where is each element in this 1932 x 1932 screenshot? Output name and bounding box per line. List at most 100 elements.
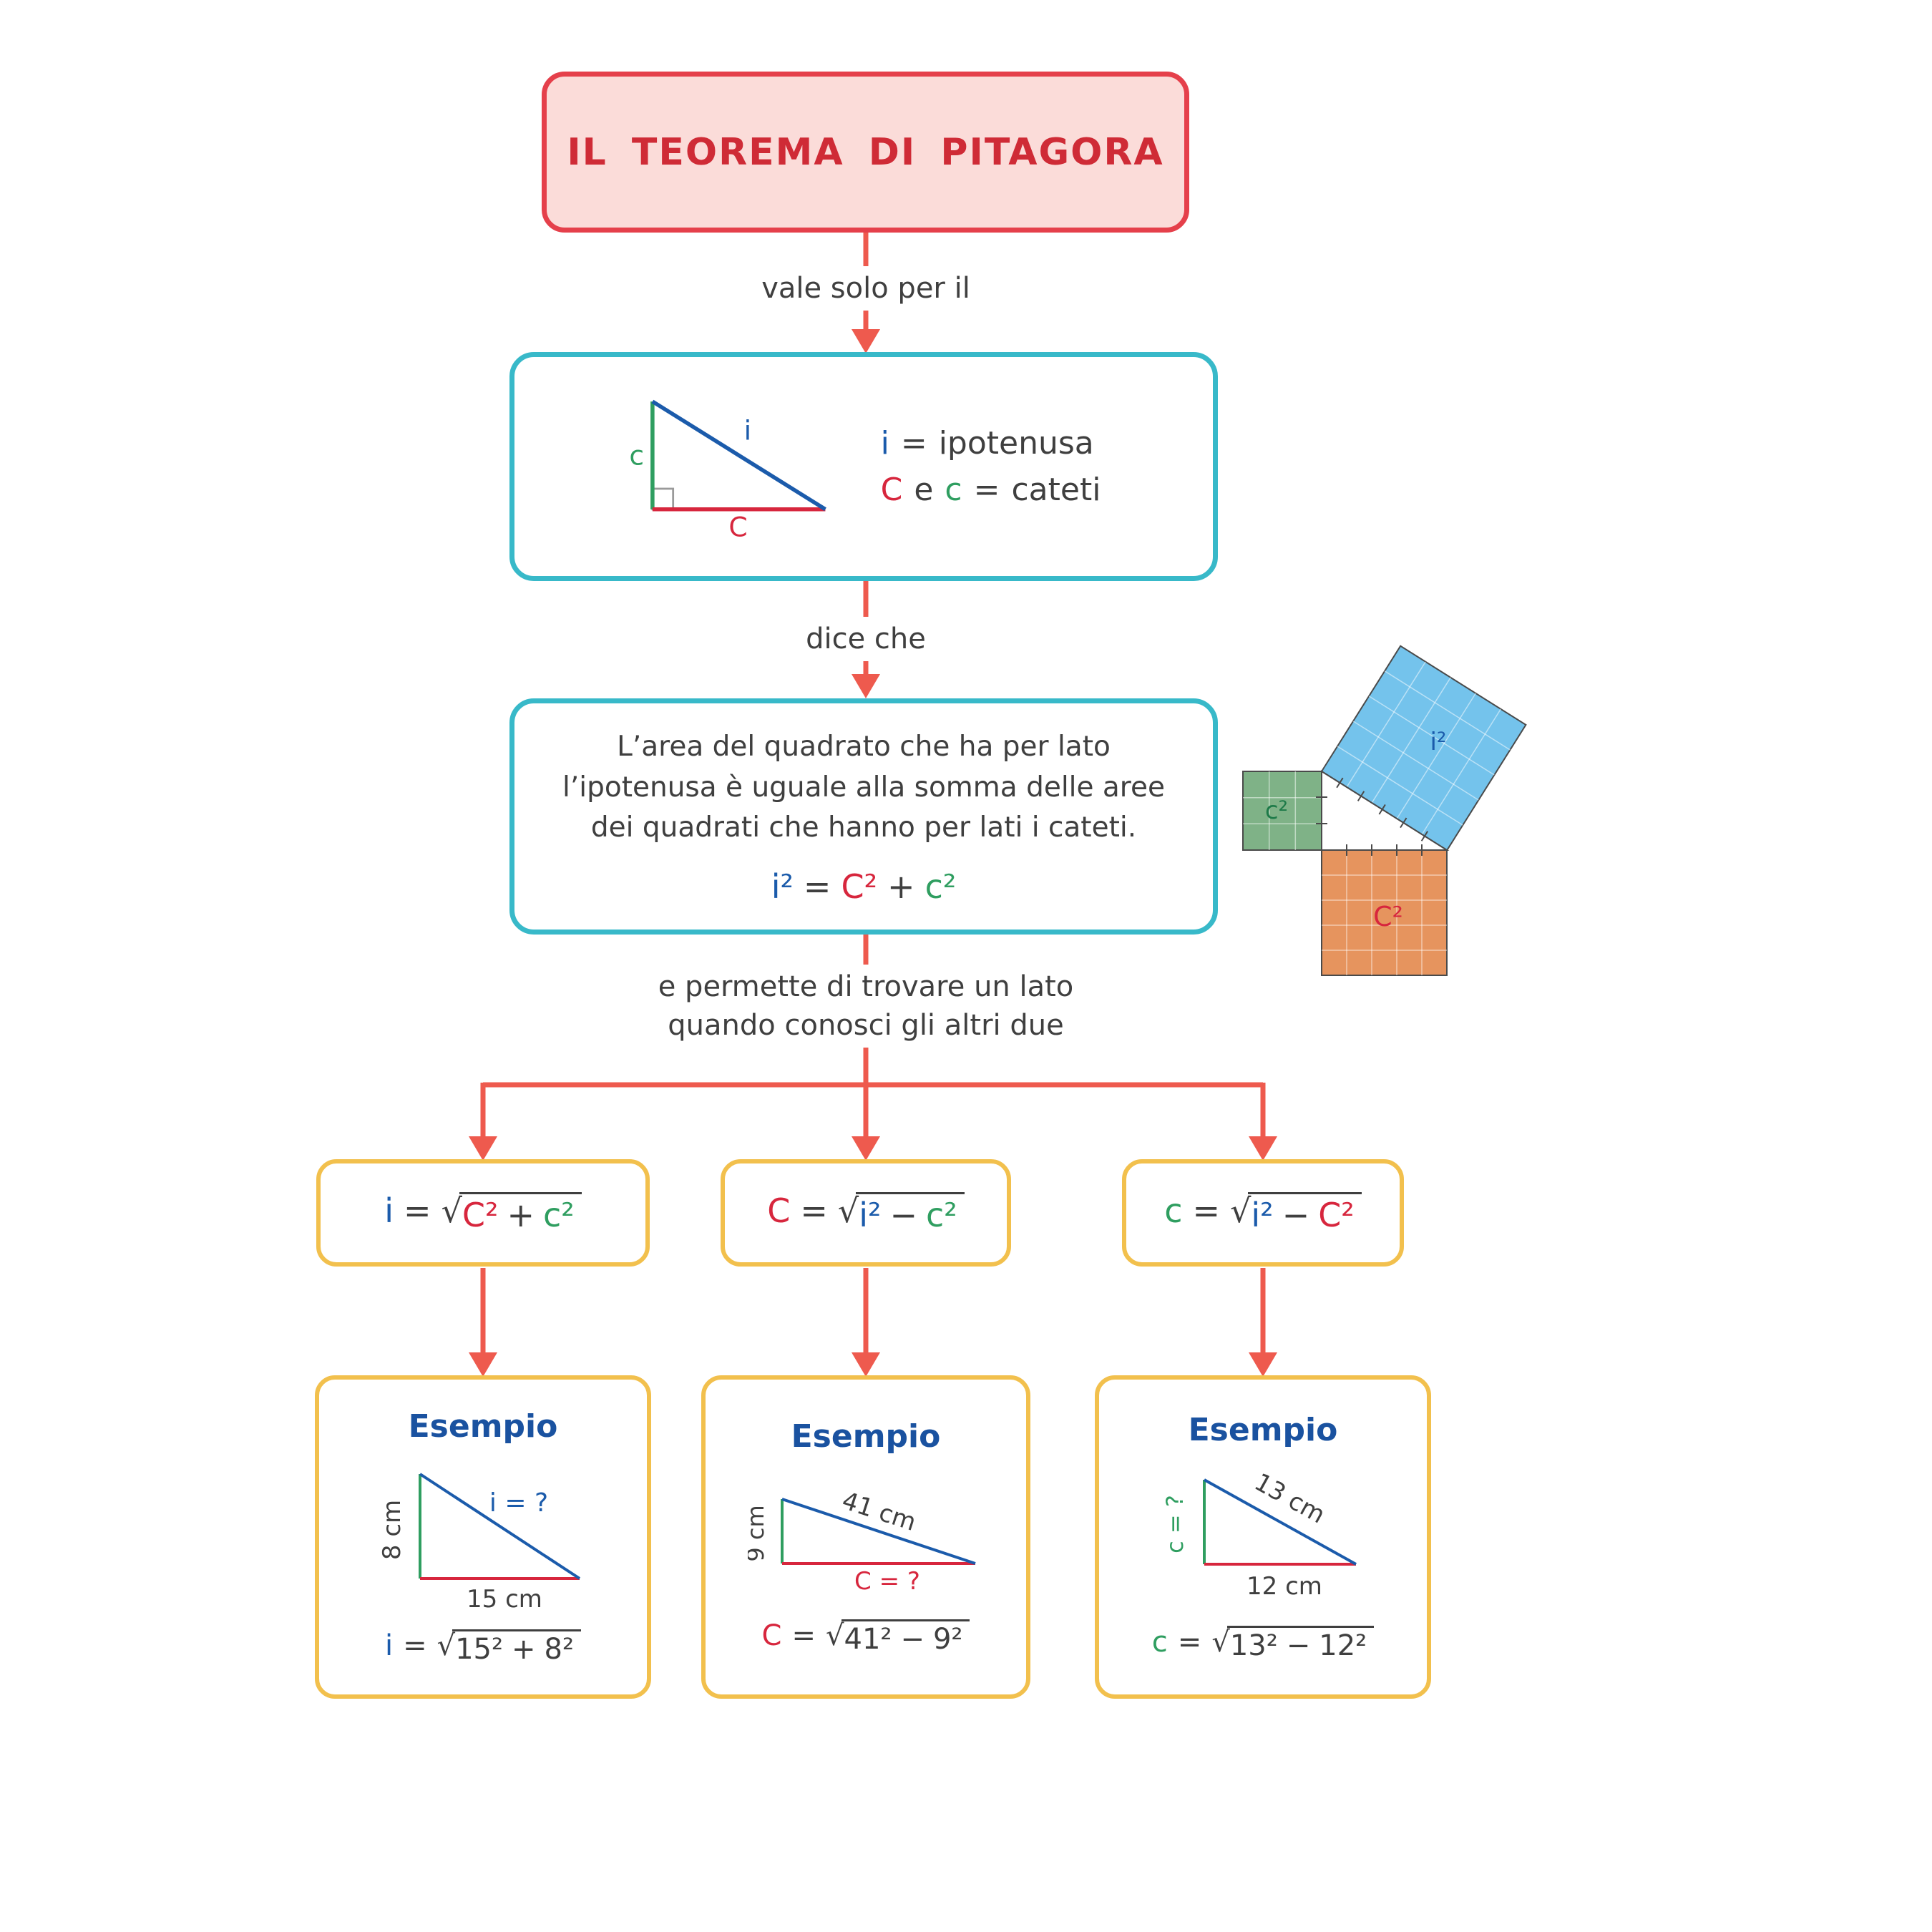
word-cateti: cateti xyxy=(1011,472,1101,508)
theorem-formula: i² = C² + c² xyxy=(771,867,957,906)
radical-expression: √ 15² + 8² xyxy=(436,1629,582,1666)
right-angle-marker xyxy=(651,487,674,510)
connector-label-3-line-2: quando conosci gli altri due xyxy=(668,1009,1064,1042)
term-i-squared: i² xyxy=(1251,1196,1274,1234)
theorem-text-line-3: dei quadrati che hanno per lati i cateti… xyxy=(590,811,1137,844)
equals-sign: = xyxy=(791,1619,816,1652)
vertical-side-label: 8 cm xyxy=(378,1499,406,1559)
C-squared-area-label: C² xyxy=(1373,901,1403,932)
arrow-head xyxy=(852,1352,880,1377)
example-heading: Esempio xyxy=(791,1418,941,1455)
radical-expression: √ 13² − 12² xyxy=(1211,1625,1375,1662)
example-box-3: Esempio c = ? 13 cm 12 cm c = √ 13² − 12… xyxy=(1095,1375,1431,1699)
equals-sign: = xyxy=(803,867,831,906)
formula-box-small-cathetus: c = √ i² − C² xyxy=(1122,1159,1404,1267)
plus-sign: + xyxy=(887,867,915,906)
base-label: 15 cm xyxy=(467,1585,542,1611)
example-3-triangle: c = ? 13 cm 12 cm xyxy=(1161,1471,1357,1601)
green-square-grid xyxy=(1243,771,1322,850)
cathetus-C-label: C xyxy=(728,511,747,540)
radical-sign: √ xyxy=(441,1191,462,1230)
formula-lhs: C xyxy=(767,1191,791,1230)
radical-expression: √ C² + c² xyxy=(441,1192,582,1234)
radical-sign: √ xyxy=(1230,1191,1252,1230)
connector-label-3: e permette di trovare un lato quando con… xyxy=(640,965,1091,1048)
equals-sign: = xyxy=(403,1629,427,1662)
hypotenuse-tick-marks xyxy=(1336,777,1429,841)
vertical-side-label: 9 cm xyxy=(748,1505,769,1561)
definition-text: i = ipotenusa C e c = cateti xyxy=(881,425,1101,508)
term-1: 15² xyxy=(455,1632,504,1666)
connector-label-2: dice che xyxy=(789,617,943,661)
plus-sign: + xyxy=(507,1196,535,1234)
conjunction-e: e xyxy=(914,472,934,508)
blue-hypotenuse-square xyxy=(1320,645,1527,852)
connector-label-3-line-1: e permette di trovare un lato xyxy=(658,970,1074,1003)
definition-triangle: c i C xyxy=(629,399,826,540)
formula-lhs: i xyxy=(384,1191,394,1230)
formula-lhs: i xyxy=(384,1629,394,1662)
equals-sign: = xyxy=(1177,1625,1202,1659)
i-squared-area-label: i² xyxy=(1430,728,1446,756)
radicand: i² − c² xyxy=(856,1192,965,1234)
formula-box-hypotenuse: i = √ C² + c² xyxy=(316,1159,650,1267)
C-squared: C² xyxy=(841,867,878,906)
pythagoras-squares-figure: c² i² C² xyxy=(1242,645,1527,976)
green-cathetus-square xyxy=(1242,771,1322,851)
formula-lhs: c xyxy=(1151,1625,1168,1659)
radicand: 41² − 9² xyxy=(841,1619,970,1656)
minus-sign: − xyxy=(900,1623,924,1656)
example-box-2: Esempio 9 cm 41 cm C = ? C = √ 41² − 9² xyxy=(701,1375,1030,1699)
c-squared: c² xyxy=(924,867,957,906)
radical-expression: √ i² − C² xyxy=(1230,1192,1362,1234)
cathetus-c-label: c xyxy=(629,439,644,471)
base-label: C = ? xyxy=(854,1567,920,1591)
title-box: IL TEOREMA DI PITAGORA xyxy=(542,72,1189,233)
arrow-head xyxy=(1249,1136,1277,1161)
page-title: IL TEOREMA DI PITAGORA xyxy=(567,130,1164,174)
radical-expression: √ i² − c² xyxy=(838,1192,965,1234)
word-ipotenusa: ipotenusa xyxy=(938,425,1094,462)
c-squared-area-label: c² xyxy=(1265,796,1288,825)
var-c: c xyxy=(945,472,962,508)
plus-sign: + xyxy=(512,1632,536,1666)
radicand: 13² − 12² xyxy=(1226,1625,1375,1662)
hypotenuse-line xyxy=(1204,1478,1357,1566)
definition-box: c i C i = ipotenusa C e c = cateti xyxy=(509,352,1218,581)
hypotenuse-line xyxy=(650,399,826,511)
right-triangle xyxy=(1321,770,1450,851)
radicand: i² − C² xyxy=(1248,1192,1362,1234)
theorem-text-line-2: l’ipotenusa è uguale alla somma delle ar… xyxy=(562,771,1165,804)
example-heading: Esempio xyxy=(1188,1412,1338,1449)
minus-sign: − xyxy=(1286,1629,1311,1662)
formula-lhs: C xyxy=(761,1619,782,1652)
i-squared: i² xyxy=(771,867,794,906)
hypotenuse-label: 41 cm xyxy=(839,1486,919,1537)
theorem-text-line-1: L’area del quadrato che ha per lato xyxy=(617,731,1111,763)
orange-square-grid xyxy=(1322,850,1447,975)
equals-sign: = xyxy=(900,425,927,462)
radicand: C² + c² xyxy=(459,1192,582,1234)
term-i-squared: i² xyxy=(859,1196,882,1234)
term-C-squared: C² xyxy=(1318,1196,1355,1234)
radical-sign: √ xyxy=(837,1191,859,1230)
example-1-formula: i = √ 15² + 8² xyxy=(384,1629,582,1666)
term-c-squared: c² xyxy=(926,1196,957,1234)
big-cathetus-formula: C = √ i² − c² xyxy=(767,1191,965,1234)
theorem-box: L’area del quadrato che ha per lato l’ip… xyxy=(509,698,1218,935)
equals-sign: = xyxy=(404,1191,431,1230)
base-label: 12 cm xyxy=(1246,1572,1322,1601)
hypotenuse-label: i xyxy=(743,414,751,446)
minus-sign: − xyxy=(1282,1196,1310,1234)
arrow-head xyxy=(469,1136,497,1161)
radical-sign: √ xyxy=(436,1629,456,1662)
arrow-head xyxy=(1249,1352,1277,1377)
example-2-triangle: 9 cm 41 cm C = ? xyxy=(748,1486,976,1591)
var-i: i xyxy=(880,425,889,462)
term-C-squared: C² xyxy=(462,1196,499,1234)
vertical-side-label: c = ? xyxy=(1161,1495,1189,1553)
definition-line-hypotenuse: i = ipotenusa xyxy=(881,425,1101,462)
hypotenuse-line xyxy=(781,1498,976,1565)
term-1: 13² xyxy=(1229,1629,1278,1662)
